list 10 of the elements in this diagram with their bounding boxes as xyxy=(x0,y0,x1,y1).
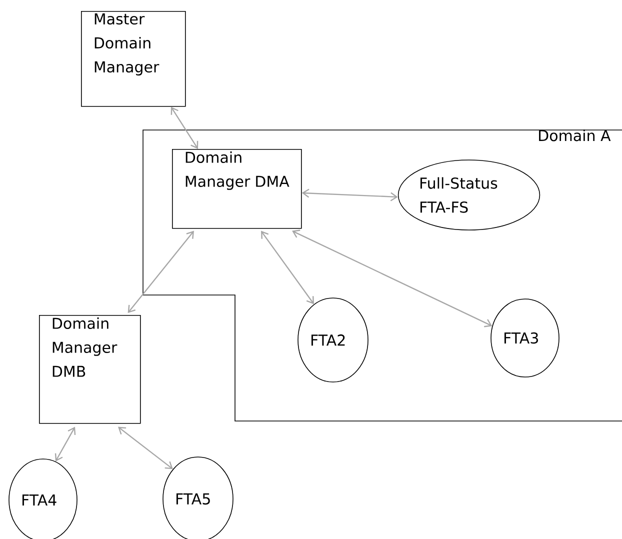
arrow xyxy=(261,230,314,304)
arrow xyxy=(302,188,398,202)
arrow xyxy=(170,106,198,149)
process-box: Domain Manager DMB xyxy=(39,315,141,424)
arrow xyxy=(118,426,173,470)
process-box: Master Domain Manager xyxy=(81,11,186,107)
arrow xyxy=(54,426,76,462)
arrow xyxy=(128,230,194,313)
arrow xyxy=(292,230,492,328)
process-box: Domain Manager DMA xyxy=(172,149,302,229)
